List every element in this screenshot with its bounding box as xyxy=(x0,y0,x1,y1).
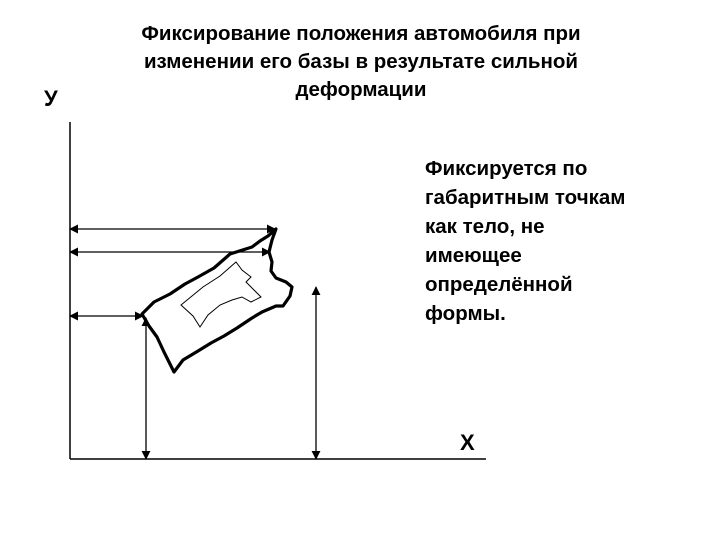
title-line-2: изменении его базы в результате сильной xyxy=(143,50,579,73)
note-line-6: формы. xyxy=(425,302,506,325)
y-axis-label: У xyxy=(44,86,58,111)
side-note: Фиксируется по габаритным точкам как тел… xyxy=(425,154,695,328)
note-line-5: определённой xyxy=(425,273,573,296)
note-line-3: как тело, не xyxy=(425,215,545,238)
x-axis-label: Х xyxy=(460,430,475,455)
deformed-car-outline xyxy=(140,227,294,374)
note-line-1: Фиксируется по xyxy=(425,157,588,180)
note-line-2: габаритным точкам xyxy=(425,186,626,209)
note-line-4: имеющее xyxy=(425,244,522,267)
diagram-title: Фиксирование положения автомобиля при из… xyxy=(86,20,636,104)
inner-window-outline xyxy=(180,261,262,328)
title-line-1: Фиксирование положения автомобиля при xyxy=(141,22,581,45)
title-line-3: деформации xyxy=(295,78,427,101)
